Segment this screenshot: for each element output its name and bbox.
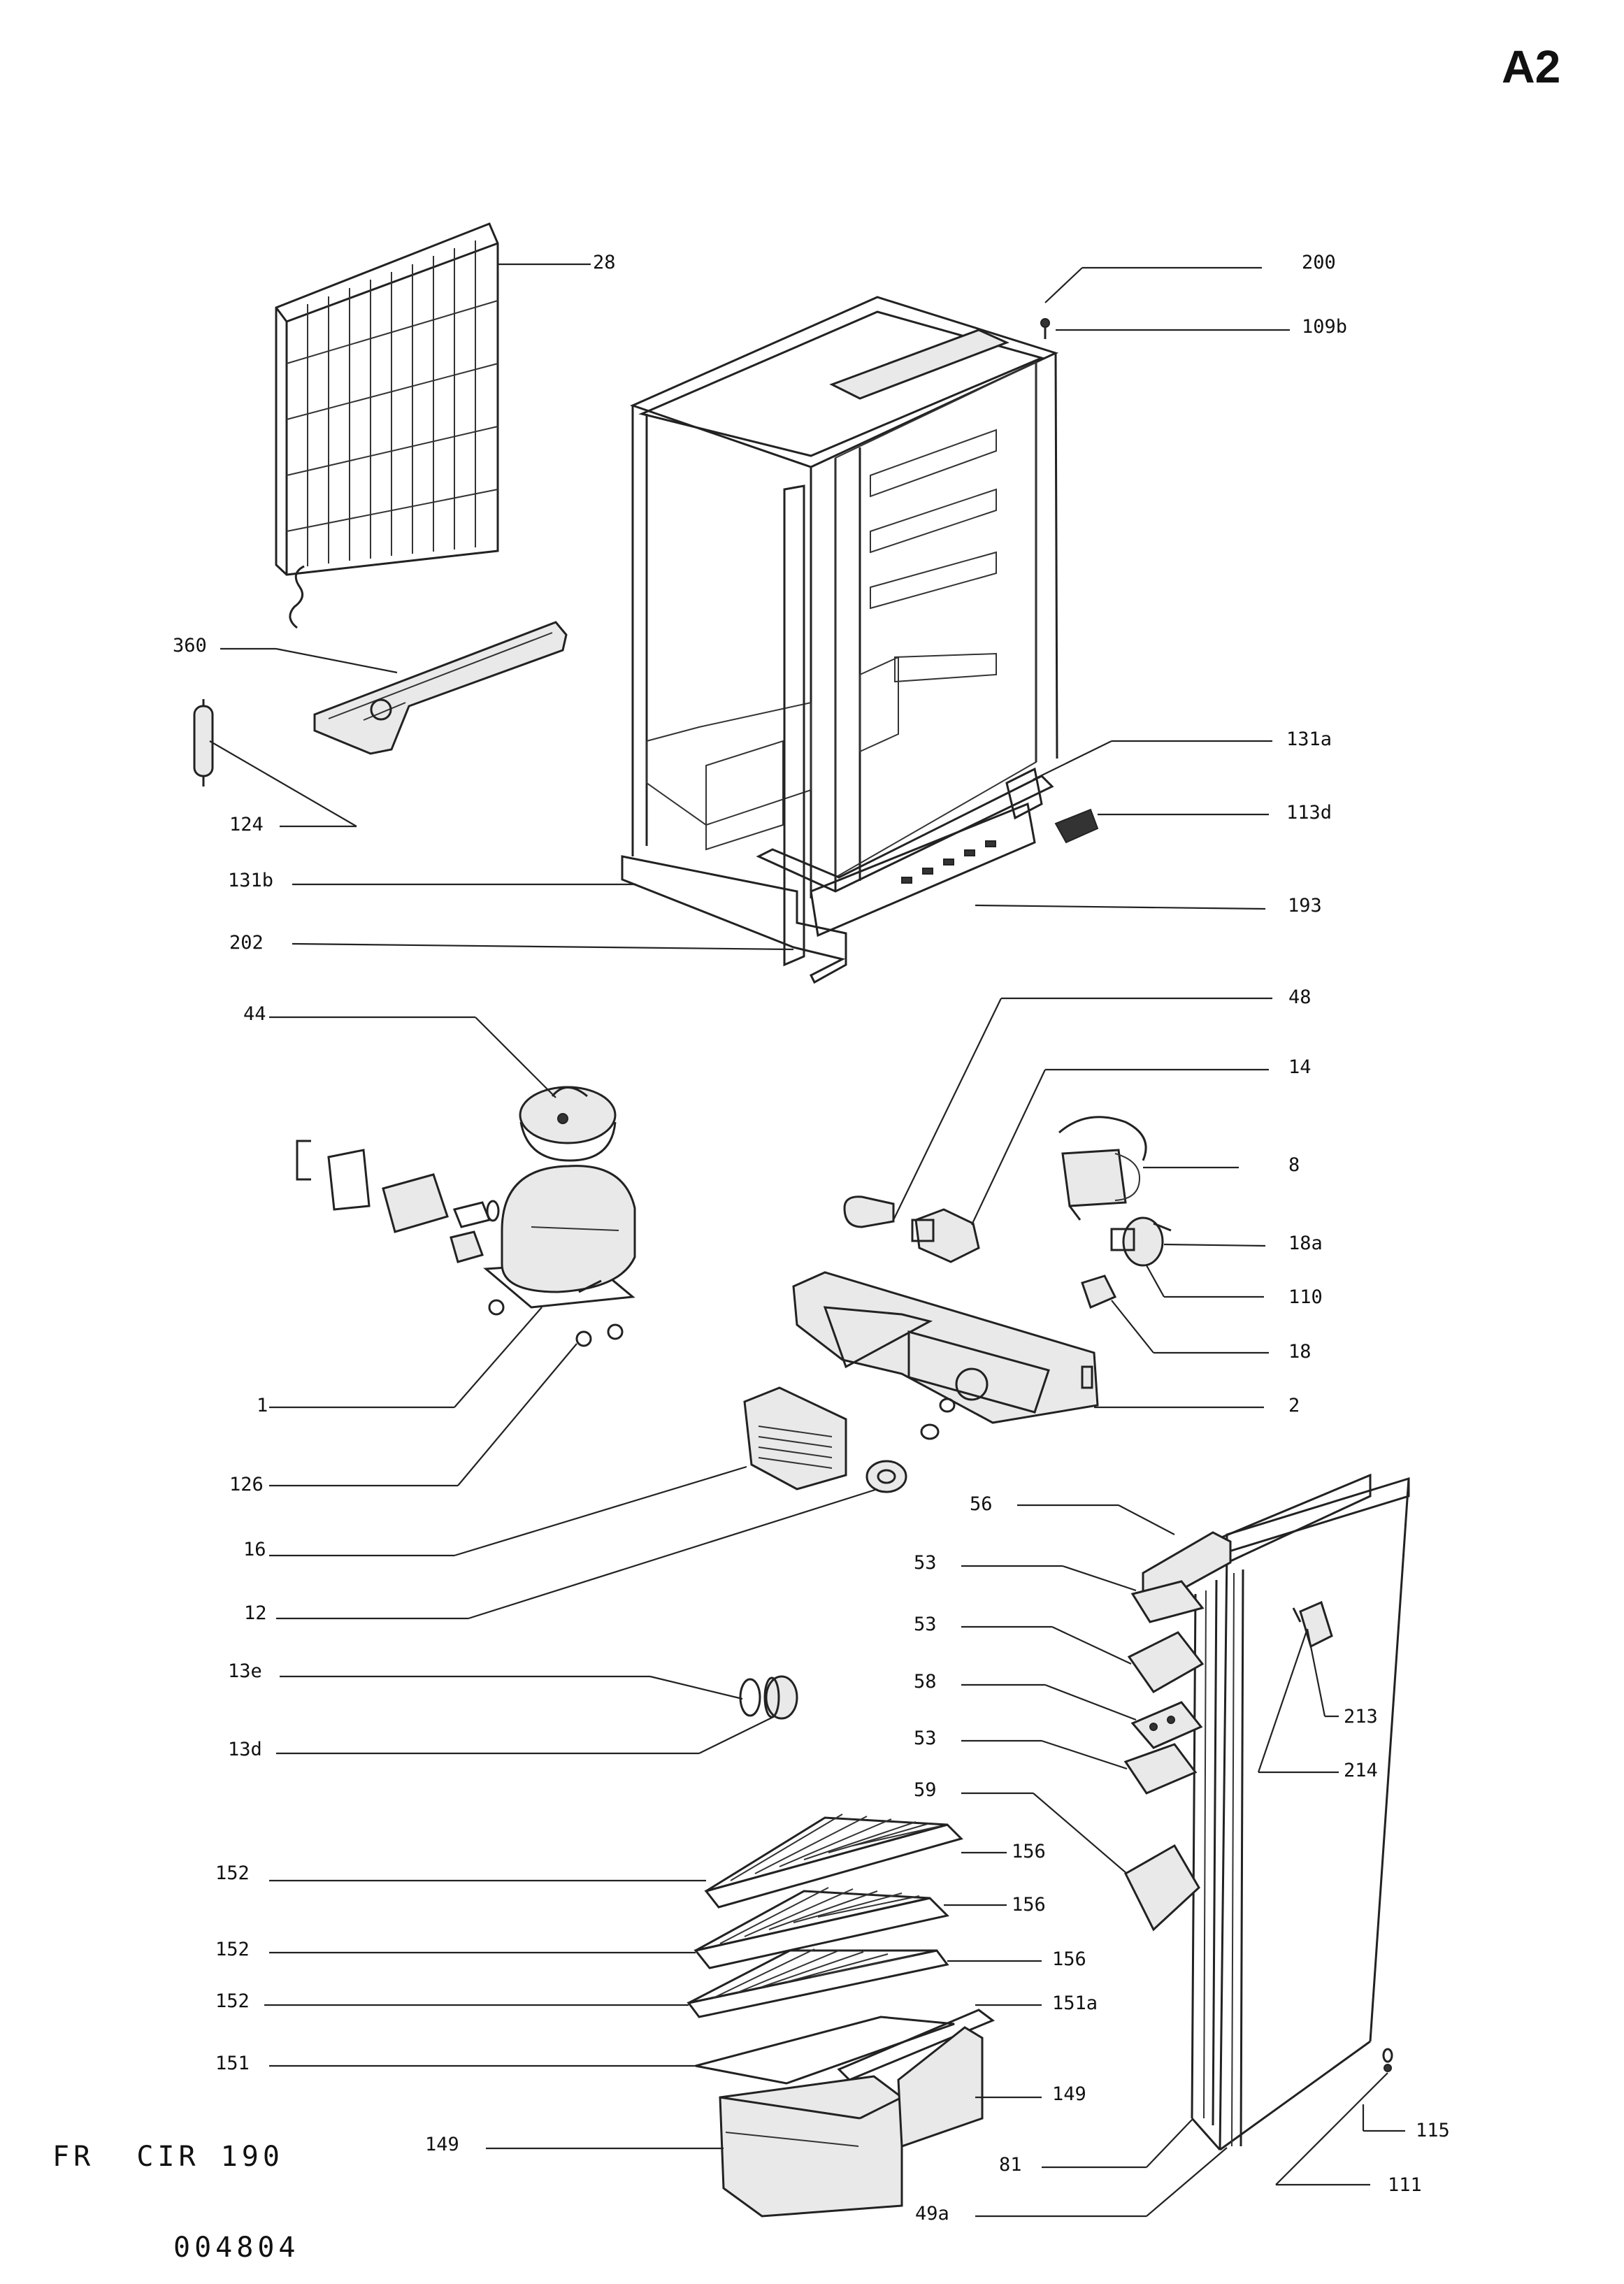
label-13e: 13e [228,1660,262,1682]
knob-18-part [1081,1274,1117,1309]
label-113d: 113d [1286,802,1332,824]
label-53-lower: 53 [914,1728,937,1749]
compressor-1-part [483,1165,636,1347]
label-48: 48 [1288,986,1312,1008]
label-202: 202 [229,932,264,954]
label-111: 111 [1388,2174,1422,2196]
label-53-upper: 53 [914,1552,937,1574]
label-18a: 18a [1288,1233,1323,1254]
lamp-holder-14-part [911,1208,980,1263]
label-12: 12 [244,1602,267,1624]
crisper-drawer-left-part [719,2075,903,2218]
label-58: 58 [914,1671,937,1693]
label-156-lower: 156 [1052,1948,1086,1970]
hinge-pin-115-part [1382,2048,1393,2072]
label-131b: 131b [228,870,274,891]
label-18: 18 [1288,1341,1312,1363]
thermostat-8-part [1058,1116,1147,1221]
label-156-upper: 156 [1012,1841,1046,1862]
crisper-cover-151a-part [837,2009,996,2081]
door-bin-59-part [1124,1844,1200,1932]
label-53-middle: 53 [914,1614,937,1635]
label-49a: 49a [915,2203,949,2225]
knob-18a-part [1110,1216,1172,1267]
label-2: 2 [1288,1395,1300,1416]
label-214: 214 [1344,1760,1378,1781]
wire-shelf-middle-part [694,1887,949,1969]
label-152-middle: 152 [215,1939,250,1960]
label-44: 44 [243,1003,266,1025]
filter-drier-124-part [193,699,214,787]
electrical-components-part [296,1140,500,1263]
label-14: 14 [1288,1056,1312,1078]
crisper-drawer-right-part [897,2026,984,2148]
lamp-bulb-48-part [843,1195,895,1228]
label-59: 59 [914,1779,937,1801]
ring-13e-part [739,1678,761,1717]
grommet-12-part [865,1398,956,1493]
label-16: 16 [243,1539,266,1560]
label-115: 115 [1416,2120,1450,2141]
label-151: 151 [215,2053,250,2074]
cap-13d-part [763,1675,798,1720]
part-113d [1054,808,1099,844]
door-part [1191,1473,1410,2151]
label-110: 110 [1288,1286,1323,1308]
relay-cover-16-part [743,1386,847,1491]
label-149-left: 149 [425,2134,459,2155]
label-13d: 13d [228,1739,262,1760]
label-152-lower: 152 [215,1990,250,2012]
label-151a: 151a [1052,1992,1098,2014]
bracket-360-part [313,621,568,755]
screw-109b-part [1040,318,1050,339]
label-156-middle: 156 [1012,1894,1046,1916]
control-housing-2-part [792,1271,1099,1424]
label-28: 28 [593,252,616,273]
label-360: 360 [173,635,207,656]
cabinet-part [621,296,1059,984]
document-number: 004804 [173,2232,300,2264]
door-shelf-53-lower-part [1123,1743,1198,1795]
label-152-upper: 152 [215,1862,250,1884]
label-56: 56 [970,1493,993,1515]
compressor-cover-44-part [519,1086,617,1162]
model-code: FR CIR 190 [52,2141,284,2173]
label-126: 126 [229,1474,264,1495]
door-shelf-53-upper-part [1130,1580,1205,1623]
label-109b: 109b [1302,316,1348,338]
label-8: 8 [1288,1154,1300,1176]
label-193: 193 [1288,895,1322,917]
wire-shelf-upper-part [704,1813,963,1909]
label-1: 1 [257,1395,268,1416]
label-81: 81 [999,2154,1022,2176]
label-149-right: 149 [1052,2083,1086,2105]
door-rack-58-part [1130,1701,1203,1749]
label-124: 124 [229,814,264,835]
label-131a: 131a [1286,728,1332,750]
door-shelf-53-middle-part [1127,1631,1205,1693]
sheet-id: A2 [1502,41,1561,92]
label-213: 213 [1344,1706,1378,1728]
label-200: 200 [1302,252,1336,273]
glass-shelf-151-part [695,2016,955,2085]
condenser-coil-part [275,222,499,629]
wire-shelf-lower-part [687,1948,949,2018]
